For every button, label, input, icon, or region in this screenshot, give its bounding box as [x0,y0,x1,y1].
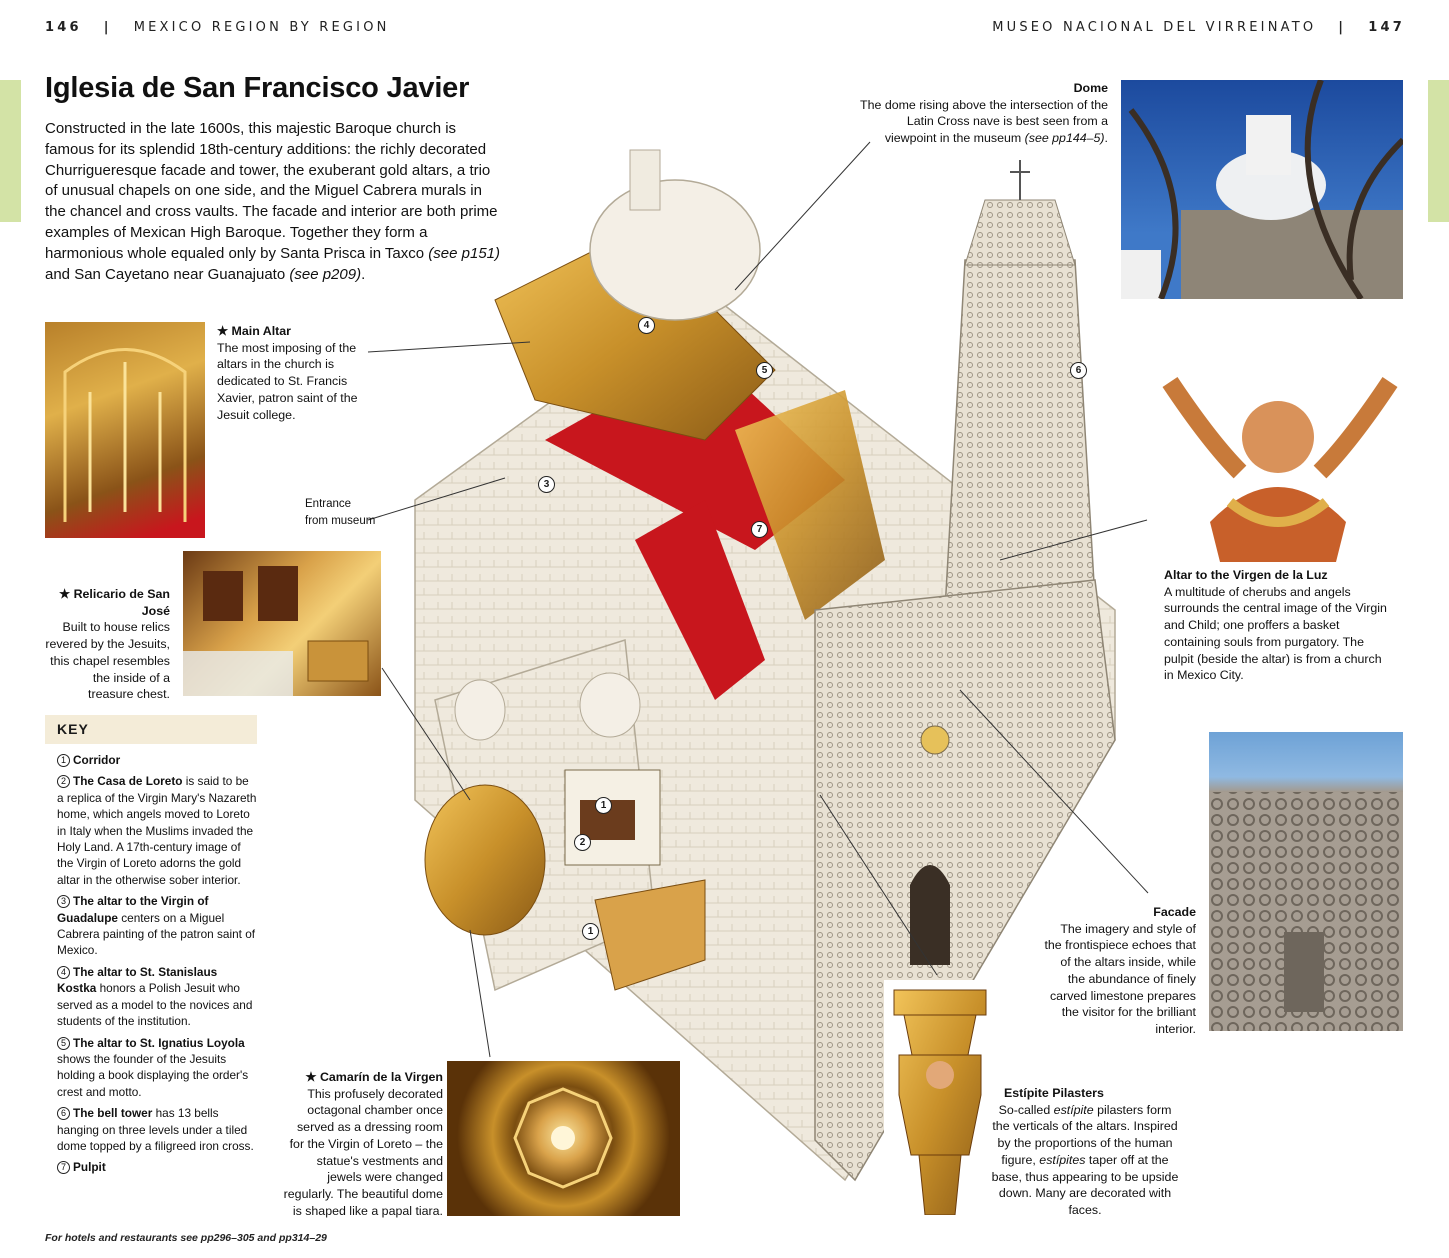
camarin-caption: ★ Camarín de la Virgen This profusely de… [283,1070,443,1218]
callout-4: 4 [638,317,655,334]
running-header-right: MUSEO NACIONAL DEL VIRREINATO | 147 [992,20,1405,35]
callout-5: 5 [756,362,773,379]
facade-title: Facade [1153,905,1196,919]
page-title: Iglesia de San Francisco Javier [45,72,470,104]
estipite-pilaster-photo [884,980,996,1215]
estipite-title: Estípite Pilasters [1004,1086,1104,1100]
section-title-left: MEXICO REGION BY REGION [133,20,390,35]
callout-6: 6 [1070,362,1087,379]
main-altar-title: ★ Main Altar [217,324,291,338]
camarin-dome-photo [447,1061,680,1216]
facade-photo [1209,732,1403,1031]
footer-note: For hotels and restaurants see pp296–305… [45,1232,327,1244]
camarin-title: ★ Camarín de la Virgen [305,1070,443,1084]
main-altar-photo [45,322,205,538]
altar-virgen-title: Altar to the Virgen de la Luz [1164,568,1328,582]
relicario-caption: ★ Relicario de San José Built to house r… [45,587,170,702]
key-heading: KEY [45,715,257,744]
estipite-caption: Estípite Pilasters So-called estípite pi… [991,1086,1179,1217]
callout-1-lower: 1 [582,923,599,940]
entrance-caption: Entrance from museum [305,498,376,527]
main-altar-caption: ★ Main Altar The most imposing of the al… [217,323,377,423]
page-number-left: 146 [45,20,82,35]
church-cutaway-illustration [414,149,1116,1182]
running-header-left: 146 | MEXICO REGION BY REGION [45,20,390,35]
altar-virgen-caption: Altar to the Virgen de la Luz A multitud… [1164,567,1394,684]
page-number-right: 147 [1368,20,1405,35]
relicario-photo [183,551,381,696]
dome-title: Dome [1073,81,1108,95]
intro-paragraph: Constructed in the late 1600s, this maje… [45,120,501,283]
section-tab-left [0,80,21,222]
angel-sculpture-photo [1150,372,1408,562]
callout-7: 7 [751,521,768,538]
callout-3: 3 [538,476,555,493]
facade-caption: Facade The imagery and style of the fron… [1040,904,1196,1038]
callout-2: 2 [574,834,591,851]
relicario-title: ★ Relicario de San José [59,587,170,618]
dome-photo [1121,80,1403,299]
callout-1-upper: 1 [595,797,612,814]
section-title-right: MUSEO NACIONAL DEL VIRREINATO [992,20,1317,35]
section-tab-right [1428,80,1449,222]
dome-caption: Dome The dome rising above the intersect… [860,81,1108,146]
